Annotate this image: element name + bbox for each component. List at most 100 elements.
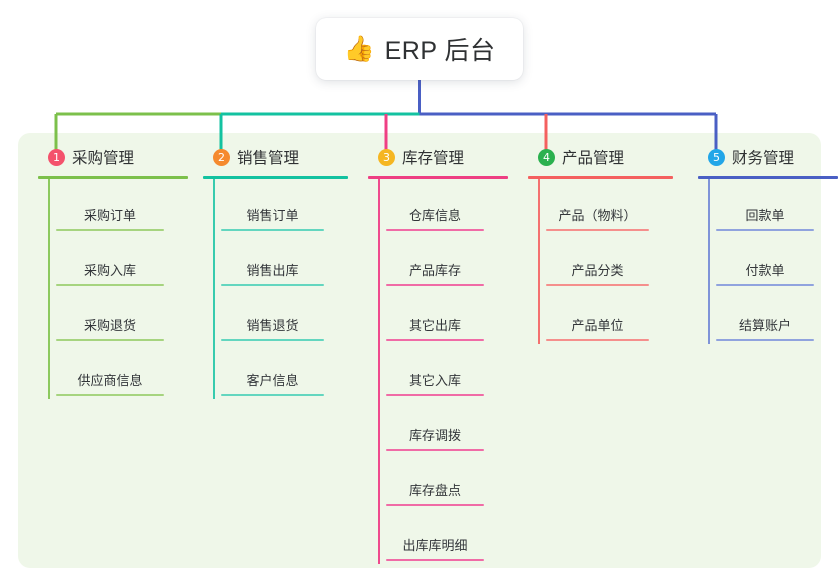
leaf-item-label: 产品库存: [408, 263, 461, 278]
leaf-spine: [213, 179, 215, 399]
leaf-item[interactable]: 出库库明细: [386, 509, 484, 564]
leaf-item-label: 仓库信息: [408, 208, 461, 223]
leaf-item-underline: [716, 229, 814, 231]
leaf-item-underline: [716, 339, 814, 341]
leaf-item[interactable]: 销售订单: [221, 179, 324, 234]
leaf-item[interactable]: 其它入库: [386, 344, 484, 399]
branch-number-badge: 1: [48, 148, 65, 166]
branch-column-3: 3 库存管理仓库信息产品库存其它出库其它入库库存调拨库存盘点出库库明细: [368, 145, 508, 564]
branch-header-underline: [698, 176, 838, 179]
leaf-item[interactable]: 采购退货: [56, 289, 164, 344]
branch-column-2: 2 销售管理销售订单销售出库销售退货客户信息: [203, 145, 348, 399]
branch-column-1: 1 采购管理采购订单采购入库采购退货供应商信息: [38, 145, 188, 399]
leaf-item-label: 产品分类: [571, 263, 624, 278]
leaf-item-label: 客户信息: [246, 373, 299, 388]
leaf-spine: [48, 179, 50, 399]
leaf-item-label: 销售订单: [246, 208, 299, 223]
leaf-list: 仓库信息产品库存其它出库其它入库库存调拨库存盘点出库库明细: [368, 179, 508, 564]
leaf-item-label: 销售退货: [246, 318, 299, 333]
leaf-item-label: 销售出库: [246, 263, 299, 278]
leaf-list: 产品（物料） 产品分类产品单位: [528, 179, 673, 344]
leaf-item-underline: [56, 394, 164, 396]
leaf-spine: [378, 179, 380, 564]
leaf-item[interactable]: 结算账户: [716, 289, 814, 344]
leaf-list: 销售订单销售出库销售退货客户信息: [203, 179, 348, 399]
leaf-item-label: 库存调拨: [408, 428, 461, 443]
leaf-item-label: 其它入库: [408, 373, 461, 388]
leaf-item[interactable]: 产品单位: [546, 289, 649, 344]
branch-title: 销售管理: [237, 150, 300, 167]
leaf-item[interactable]: 客户信息: [221, 344, 324, 399]
leaf-spine: [538, 179, 540, 344]
leaf-item[interactable]: 库存盘点: [386, 454, 484, 509]
leaf-item-label: 库存盘点: [408, 483, 461, 498]
leaf-item[interactable]: 库存调拨: [386, 399, 484, 454]
root-node-erp-backend[interactable]: 👍 ERP 后台: [316, 18, 523, 80]
branch-header-underline: [368, 176, 508, 179]
branch-header-5[interactable]: 5 财务管理: [698, 145, 838, 169]
leaf-spine: [708, 179, 710, 344]
branch-column-5: 5 财务管理回款单付款单结算账户: [698, 145, 838, 344]
leaf-item[interactable]: 采购订单: [56, 179, 164, 234]
leaf-item-underline: [386, 229, 484, 231]
branch-title: 财务管理: [732, 150, 795, 167]
branch-title: 产品管理: [562, 150, 625, 167]
leaf-item-underline: [546, 284, 649, 286]
thumbs-up-icon: 👍: [343, 34, 375, 63]
branch-header-4[interactable]: 4 产品管理: [528, 145, 673, 169]
leaf-item-underline: [386, 449, 484, 451]
leaf-item-underline: [56, 284, 164, 286]
leaf-item[interactable]: 产品分类: [546, 234, 649, 289]
leaf-item-label: 产品单位: [571, 318, 624, 333]
branch-header-underline: [203, 176, 348, 179]
leaf-item-underline: [221, 229, 324, 231]
branch-number-badge: 5: [708, 148, 725, 166]
leaf-item-label: 采购入库: [83, 263, 136, 278]
leaf-item-underline: [386, 559, 484, 561]
branch-header-3[interactable]: 3 库存管理: [368, 145, 508, 169]
leaf-item-underline: [386, 339, 484, 341]
leaf-item[interactable]: 产品库存: [386, 234, 484, 289]
leaf-item[interactable]: 销售出库: [221, 234, 324, 289]
leaf-item-underline: [546, 339, 649, 341]
leaf-item-underline: [56, 229, 164, 231]
leaf-item[interactable]: 回款单: [716, 179, 814, 234]
leaf-item-label: 产品（物料）: [558, 208, 637, 223]
branch-number-badge: 3: [378, 148, 395, 166]
leaf-item-label: 采购订单: [83, 208, 136, 223]
leaf-item-label: 采购退货: [83, 318, 136, 333]
branch-column-4: 4 产品管理产品（物料） 产品分类产品单位: [528, 145, 673, 344]
diagram-panel: [18, 133, 821, 568]
branch-header-2[interactable]: 2 销售管理: [203, 145, 348, 169]
branch-title: 采购管理: [72, 150, 135, 167]
leaf-item-underline: [716, 284, 814, 286]
leaf-item-underline: [386, 394, 484, 396]
leaf-list: 回款单付款单结算账户: [698, 179, 838, 344]
leaf-item[interactable]: 采购入库: [56, 234, 164, 289]
leaf-item[interactable]: 仓库信息: [386, 179, 484, 234]
leaf-item[interactable]: 供应商信息: [56, 344, 164, 399]
leaf-item[interactable]: 付款单: [716, 234, 814, 289]
leaf-item[interactable]: 产品（物料）: [546, 179, 649, 234]
branch-header-underline: [528, 176, 673, 179]
leaf-item-label: 结算账户: [738, 318, 791, 333]
leaf-item[interactable]: 其它出库: [386, 289, 484, 344]
leaf-item-underline: [546, 229, 649, 231]
leaf-item-label: 回款单: [745, 208, 785, 223]
leaf-item[interactable]: 销售退货: [221, 289, 324, 344]
branch-number-badge: 2: [213, 148, 230, 166]
branch-title: 库存管理: [402, 150, 465, 167]
leaf-item-underline: [56, 339, 164, 341]
branch-number-badge: 4: [538, 148, 555, 166]
branch-header-underline: [38, 176, 188, 179]
leaf-list: 采购订单采购入库采购退货供应商信息: [38, 179, 188, 399]
leaf-item-label: 付款单: [745, 263, 785, 278]
leaf-item-label: 其它出库: [408, 318, 461, 333]
leaf-item-underline: [221, 339, 324, 341]
leaf-item-underline: [221, 394, 324, 396]
leaf-item-label: 供应商信息: [77, 373, 143, 388]
leaf-item-label: 出库库明细: [402, 538, 468, 553]
leaf-item-underline: [386, 284, 484, 286]
branch-header-1[interactable]: 1 采购管理: [38, 145, 188, 169]
